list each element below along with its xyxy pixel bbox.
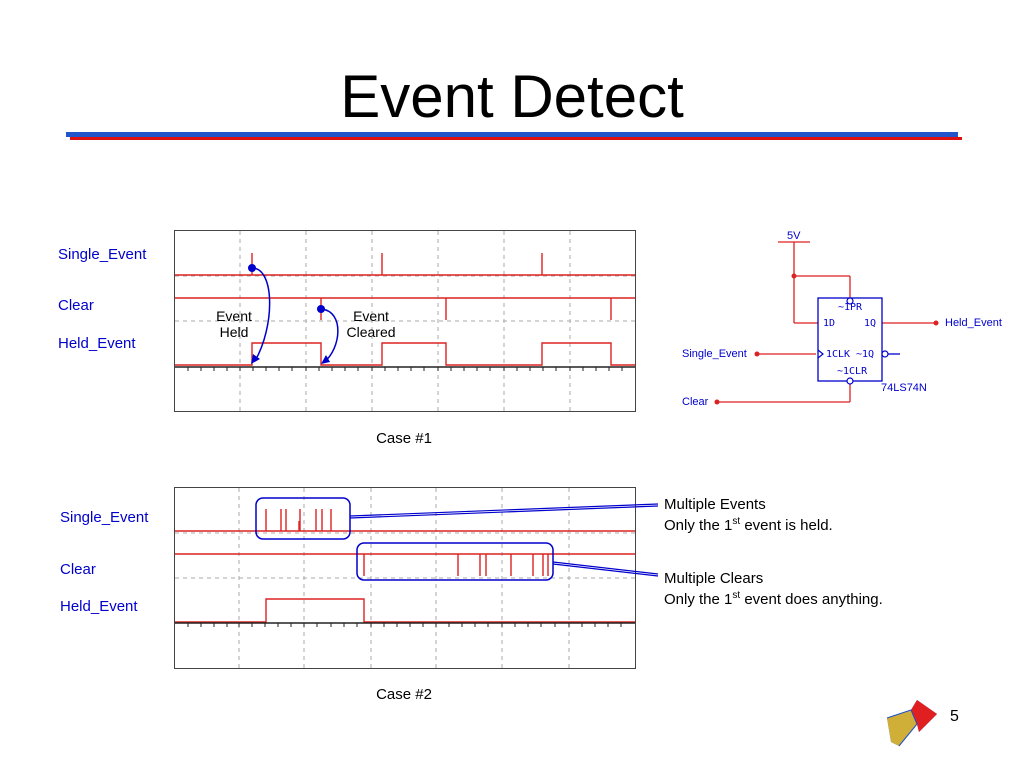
case1-held-event-trace xyxy=(175,342,635,366)
case2-held-event-trace xyxy=(175,598,635,623)
schematic-net-held-event: Held_Event xyxy=(945,317,1002,329)
callout-multiple-events: Multiple Events Only the 1st event is he… xyxy=(664,496,833,534)
schematic-vcc-label: 5V xyxy=(787,230,801,242)
case1-clear-trace xyxy=(175,297,635,320)
case1-waveforms xyxy=(175,231,635,411)
title-rule-red xyxy=(70,137,962,140)
chip-pin-clk: 1CLK xyxy=(826,349,851,360)
slide-title: Event Detect xyxy=(340,63,684,130)
chip-pin-nq: ~1Q xyxy=(856,349,875,360)
case2-clear-trace xyxy=(175,553,635,576)
multiple-events-highlight xyxy=(255,497,351,540)
case1-caption: Case #1 xyxy=(376,430,432,447)
chip-pin-clr: ~1CLR xyxy=(837,366,868,377)
multiple-clears-highlight xyxy=(356,542,554,581)
case1-label-clear: Clear xyxy=(58,297,94,314)
schematic-net-clear: Clear xyxy=(682,396,709,408)
schematic-net-single-event: Single_Event xyxy=(682,348,747,360)
case2-label-clear: Clear xyxy=(60,561,96,578)
chip-pin-q: 1Q xyxy=(864,318,877,329)
case2-waveforms xyxy=(175,488,635,668)
case2-label-held-event: Held_Event xyxy=(60,598,138,615)
case1-scope-trace xyxy=(174,230,636,412)
case1-event-held-arrow xyxy=(248,264,271,364)
callout-multiple-clears: Multiple Clears Only the 1st event does … xyxy=(664,570,883,608)
schematic-part-number: 74LS74N xyxy=(881,382,927,394)
case2-scope-trace xyxy=(174,487,636,669)
case2-label-single-event: Single_Event xyxy=(60,509,149,526)
chip-pin-pr: ~1PR xyxy=(838,302,863,313)
slide-number: 5 xyxy=(950,708,959,725)
chip-pin-d: 1D xyxy=(823,318,836,329)
title-rule-blue xyxy=(66,132,958,137)
case1-label-single-event: Single_Event xyxy=(58,246,147,263)
case1-label-held-event: Held_Event xyxy=(58,335,136,352)
flip-flop-schematic xyxy=(714,241,939,405)
case2-single-event-trace xyxy=(175,509,635,532)
case1-event-cleared-arrow xyxy=(317,305,339,364)
case2-caption: Case #2 xyxy=(376,686,432,703)
case1-single-event-trace xyxy=(175,253,635,276)
presentation-logo-icon xyxy=(886,700,937,747)
case2-callout-overlay xyxy=(255,497,659,581)
